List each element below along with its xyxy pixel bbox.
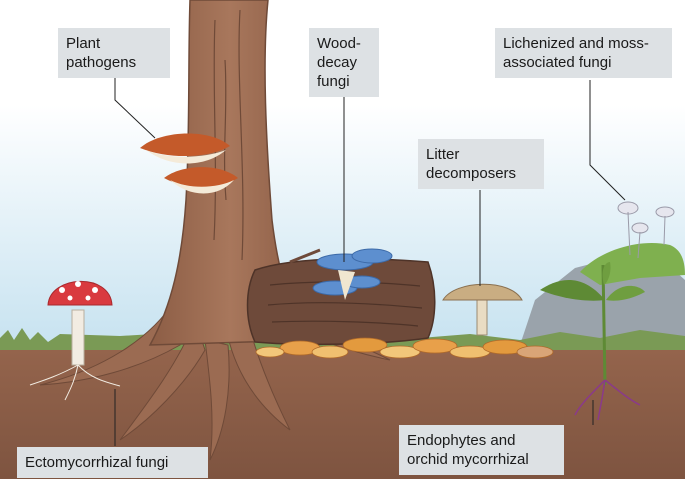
- label-endophytes: Endophytes and orchid mycorrhizal: [399, 425, 564, 475]
- litter-mushroom: [442, 283, 523, 336]
- bracket-fungus-lower: [164, 167, 238, 194]
- wood-decay-fungi: [312, 248, 393, 300]
- label-wood-decay: Wood- decay fungi: [309, 28, 379, 97]
- label-lichenized: Lichenized and moss- associated fungi: [495, 28, 672, 78]
- orchid-seedling: [540, 262, 645, 421]
- label-ectomycorrhizal: Ectomycorrhizal fungi: [17, 447, 208, 478]
- amanita-mushroom: [29, 280, 121, 401]
- bracket-fungus-upper: [140, 133, 230, 164]
- moss-mushrooms: [617, 201, 675, 259]
- label-litter: Litter decomposers: [418, 139, 544, 189]
- tree-trunk: [148, 0, 312, 346]
- leaf-litter: [255, 337, 554, 359]
- leader-lines: [114, 78, 626, 446]
- label-plant-pathogens: Plant pathogens: [58, 28, 170, 78]
